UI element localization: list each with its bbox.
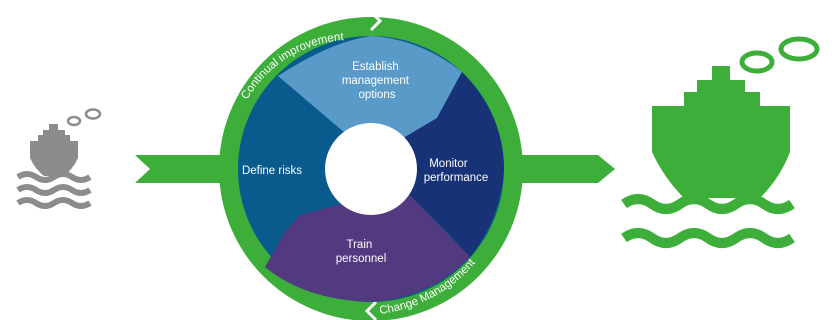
monitor-line-1: Monitor: [429, 158, 468, 170]
establish-line-1: Establish: [352, 61, 399, 73]
smoke-ring-icon: [778, 36, 820, 62]
right-flow-arrow: [515, 155, 615, 183]
smoke-ring-icon: [66, 115, 82, 127]
ring-chevron-top: [369, 10, 383, 32]
monitor-line-2: performance: [424, 172, 489, 184]
left-flow-arrow: [135, 155, 245, 183]
center-hub: [325, 123, 417, 215]
ring-chevron-bottom: [364, 300, 378, 320]
segment-train-personnel: [265, 188, 470, 302]
segment-label-train: Train personnel: [336, 239, 387, 265]
define-risks-line-1: Define risks: [242, 165, 302, 177]
train-line-1: Train: [347, 239, 373, 251]
segment-label-monitor: Monitor performance: [424, 158, 489, 184]
smoke-ring-icon: [739, 50, 775, 74]
train-line-2: personnel: [336, 253, 387, 265]
establish-line-2: management: [342, 75, 410, 87]
start-ship-icon: [16, 108, 102, 209]
segment-label-define-risks: Define risks: [242, 165, 302, 177]
segment-label-establish: Establish management options: [342, 61, 412, 101]
establish-line-3: options: [358, 89, 395, 101]
smoke-ring-icon: [84, 108, 102, 120]
segment-establish-options: [278, 36, 462, 140]
end-ship-icon: [621, 36, 820, 248]
cycle-segments: [265, 36, 504, 302]
segment-monitor-performance: [400, 72, 504, 257]
